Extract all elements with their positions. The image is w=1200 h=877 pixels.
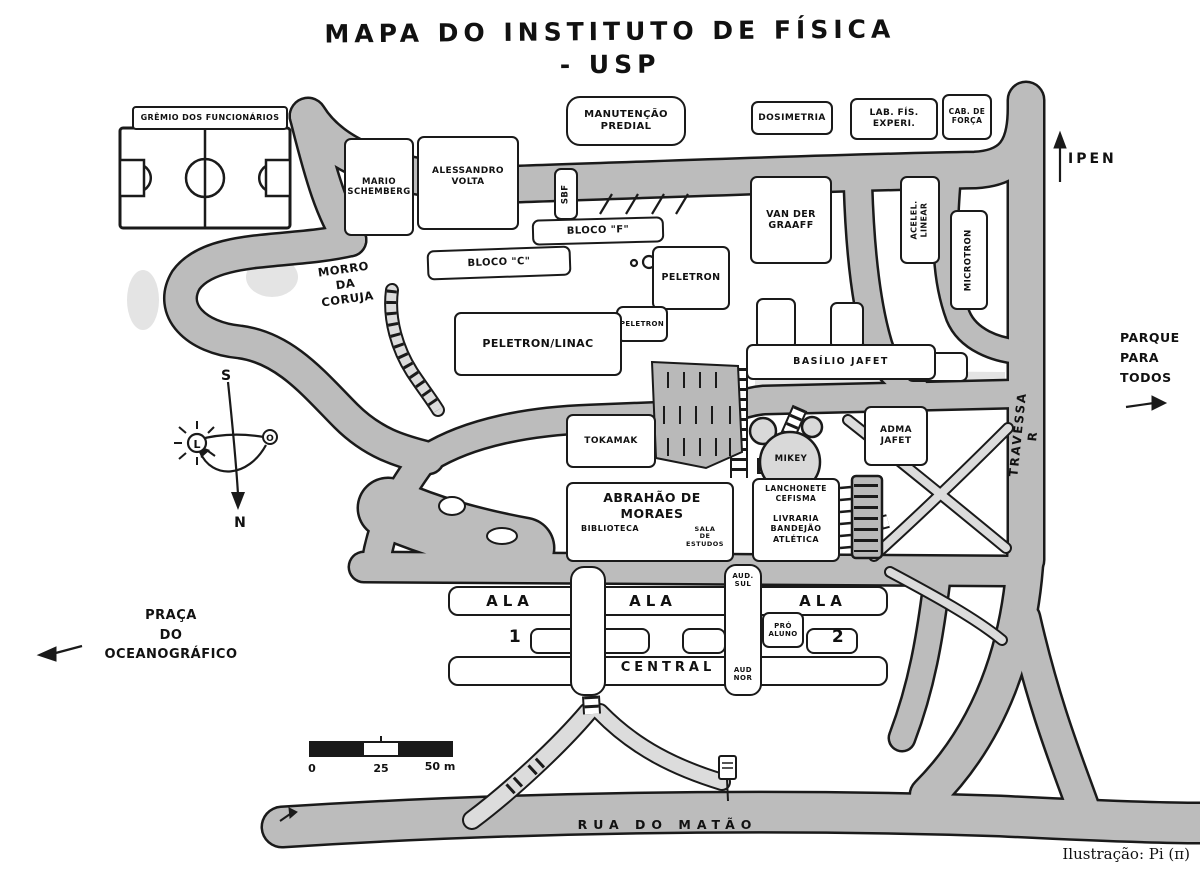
building-abrahao-de-moraes: ABRAHÃO DE MORAES BIBLIOTECA SALA DE EST… xyxy=(566,482,734,562)
compass-west-label: O xyxy=(266,434,274,444)
compass-north-label: N xyxy=(234,515,246,531)
scale-max: 50 m xyxy=(425,760,456,773)
compass-south-label: S xyxy=(221,368,231,384)
mikey-building xyxy=(748,415,824,494)
microtron-label: MICROTRON xyxy=(963,229,974,291)
building-lab-fis-experi: LAB. FÍS. EXPERI. xyxy=(850,98,938,140)
rua-do-matao-label: RUA DO MATÃO xyxy=(577,817,758,832)
building-peletron-linac: PELETRON/LINAC xyxy=(454,312,622,376)
abrahao-label: ABRAHÃO DE MORAES xyxy=(603,490,701,522)
scale-mid: 25 xyxy=(373,762,388,775)
ala2-number: 2 xyxy=(831,627,845,647)
parking-lot xyxy=(650,360,744,470)
illustration-credit: Ilustração: Pi (π) xyxy=(1062,845,1190,863)
building-peletron-anexo: PELETRON xyxy=(616,306,668,342)
scale-zero: 0 xyxy=(308,762,316,775)
biblioteca-label: BIBLIOTECA xyxy=(580,524,640,533)
building-basilio-jafet-prong2 xyxy=(830,302,864,350)
building-dosimetria: DOSIMETRIA xyxy=(751,101,833,135)
central-label: CENTRAL xyxy=(620,660,716,675)
building-acelerador-linear: ACELEL. LINEAR xyxy=(900,176,940,264)
ala-central-label: ALA xyxy=(629,592,677,610)
building-cab-de-forca: CAB. DE FORÇA xyxy=(942,94,992,140)
compass-north-arrowhead xyxy=(231,492,245,510)
map-title: MAPA DO INSTITUTO DE FÍSICA - USP xyxy=(324,14,896,79)
wall-dashes xyxy=(839,485,852,550)
building-microtron: MICROTRON xyxy=(950,210,988,310)
ala-mid-bar-2 xyxy=(682,628,726,654)
building-basilio-jafet: BASÍLIO JAFET xyxy=(746,344,936,380)
building-alessandro-volta: ALESSANDRO VOLTA xyxy=(417,136,519,230)
soccer-field xyxy=(118,126,292,230)
bus-stop-sign xyxy=(718,755,737,802)
compass-east-label: L xyxy=(193,438,200,451)
roadside-parking-marks xyxy=(599,193,689,215)
livraria-bandejao-atletica-label: LIVRARIA BANDEJÃO ATLÉTICA xyxy=(770,514,822,544)
aud-sul-label: AUD. SUL xyxy=(732,572,754,589)
compass: S N L O xyxy=(174,368,278,531)
plaza-islands xyxy=(438,496,518,545)
building-peletron: PELETRON xyxy=(652,246,730,310)
lanchonete-label: LANCHONETE CEFISMA xyxy=(765,484,827,503)
building-sbf: SBF xyxy=(554,168,578,220)
acelerador-linear-label: ACELEL. LINEAR xyxy=(910,200,929,240)
hatched-block xyxy=(850,474,884,560)
building-tokamak: TOKAMAK xyxy=(566,414,656,468)
parque-arrow xyxy=(1125,401,1155,409)
building-manutencao-predial: MANUTENÇÃO PREDIAL xyxy=(566,96,686,146)
ala-bottom-bar xyxy=(448,656,888,686)
praca-arrow xyxy=(51,644,83,656)
ala1-label: ALA xyxy=(486,592,534,610)
ala-mid-bar-3 xyxy=(806,628,858,654)
ala-top-bar xyxy=(448,586,888,616)
travessa-r-text: TRAVESSA R xyxy=(1006,390,1041,478)
building-mario-schemberg: MARIO SCHEMBERG xyxy=(344,138,414,236)
building-bloco-c: BLOCO "C" xyxy=(426,245,572,281)
building-van-der-graaff: VAN DER GRAAFF xyxy=(750,176,832,264)
travessa-r-label: TRAVESSA R xyxy=(1006,360,1044,510)
building-pro-aluno: PRÓ ALUNO xyxy=(762,612,804,648)
ala1-number: 1 xyxy=(508,627,522,647)
aud-nor-label: AUD NOR xyxy=(733,666,753,683)
scale-bar: 0 25 50 m xyxy=(308,736,455,775)
mikey-label: MIKEY xyxy=(774,454,808,464)
building-auditorios: AUD. SUL AUD NOR xyxy=(724,564,762,696)
building-gremio-funcionarios: GRÊMIO DOS FUNCIONÁRIOS xyxy=(132,106,288,130)
corridor-central xyxy=(570,566,606,696)
building-basilio-jafet-prong1 xyxy=(756,298,796,350)
direction-arrows xyxy=(36,130,1168,822)
building-adma-jafet: ADMA JAFET xyxy=(864,406,928,466)
sala-de-estudos-label: SALA DE ESTUDOS xyxy=(686,525,724,548)
parque-para-todos-label: PARQUE PARA TODOS xyxy=(1120,330,1180,385)
building-bloco-f: BLOCO "F" xyxy=(531,216,665,246)
sun-rays xyxy=(174,421,216,465)
sbf-label: SBF xyxy=(560,184,571,204)
ala2-label: ALA xyxy=(799,592,847,610)
praca-oceanografico-label: PRAÇA DO OCEANOGRÁFICO xyxy=(104,608,238,662)
ipen-label: IPEN xyxy=(1068,151,1117,167)
building-lanchonete-cefisma: LANCHONETE CEFISMA LIVRARIA BANDEJÃO ATL… xyxy=(752,478,840,562)
